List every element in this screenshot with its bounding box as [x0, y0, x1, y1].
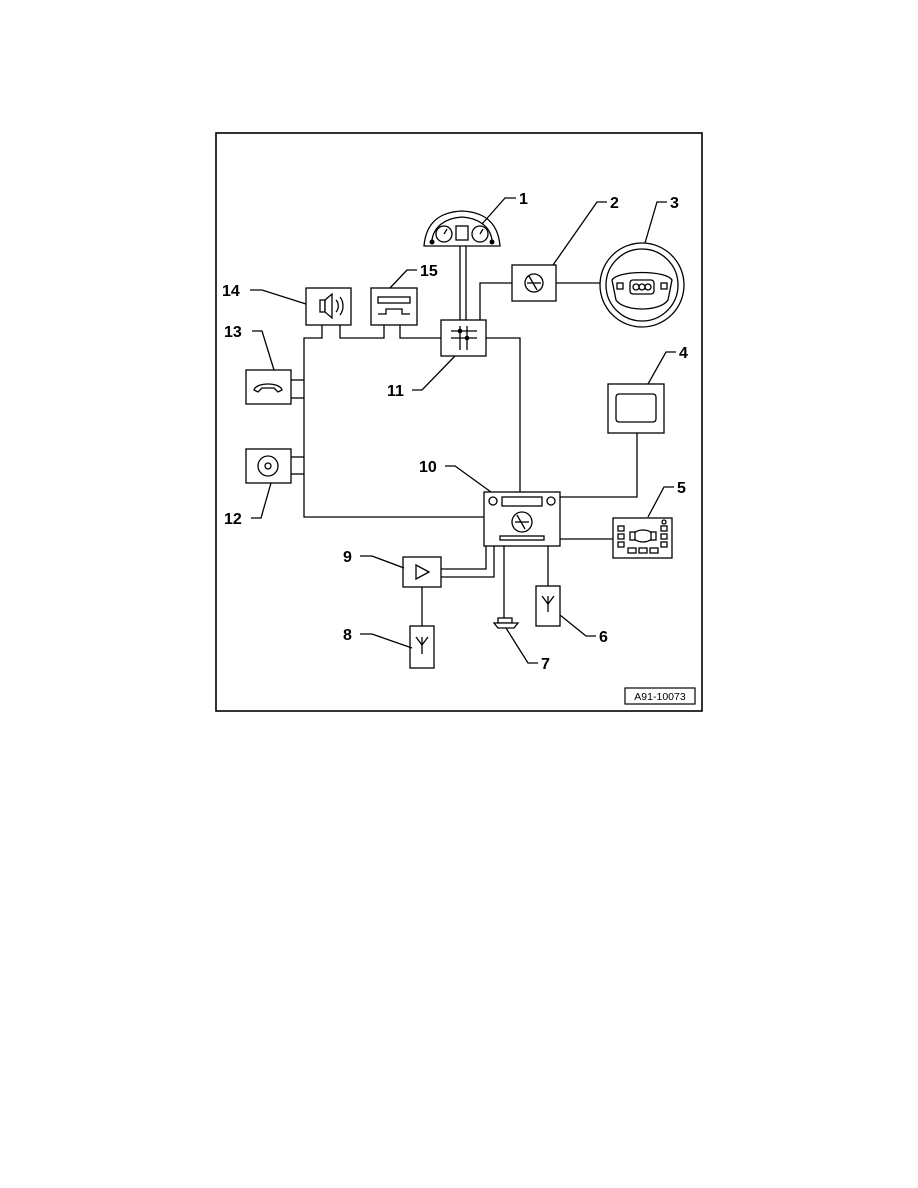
display-icon — [607, 383, 665, 434]
steering-wheel-icon — [599, 242, 685, 328]
junction-icon — [440, 319, 487, 357]
reference-code-box: A91-10073 — [624, 687, 696, 705]
callout-13: 13 — [224, 324, 242, 341]
callout-10: 10 — [419, 459, 437, 476]
callout-12: 12 — [224, 511, 242, 528]
speaker-icon — [305, 287, 352, 326]
wiring — [291, 246, 638, 626]
callout-leaders — [250, 197, 676, 664]
amplifier-icon — [402, 556, 442, 588]
reference-code: A91-10073 — [634, 691, 686, 703]
antenna-icon — [535, 585, 561, 627]
callout-5: 5 — [677, 480, 686, 497]
callout-2: 2 — [610, 195, 619, 212]
instrument-cluster-icon — [423, 210, 501, 247]
callout-6: 6 — [599, 629, 608, 646]
control-module-icon — [511, 264, 557, 302]
antenna-icon — [409, 625, 435, 669]
control-panel-icon — [612, 517, 673, 559]
callout-3: 3 — [670, 195, 679, 212]
cd-changer-icon — [245, 448, 292, 484]
telephone-icon — [245, 369, 292, 405]
connector-icon — [492, 617, 520, 629]
tape-deck-icon — [370, 287, 418, 326]
callout-9: 9 — [343, 549, 352, 566]
callout-4: 4 — [679, 345, 688, 362]
callout-1: 1 — [519, 191, 528, 208]
callout-11: 11 — [387, 383, 404, 400]
radio-unit-icon — [483, 491, 561, 547]
callout-7: 7 — [541, 656, 550, 673]
callout-14: 14 — [222, 283, 240, 300]
callout-8: 8 — [343, 627, 352, 644]
callout-15: 15 — [420, 263, 438, 280]
callout-numbers: 1 2 3 4 5 6 7 8 9 10 11 12 13 14 15 — [222, 191, 688, 673]
